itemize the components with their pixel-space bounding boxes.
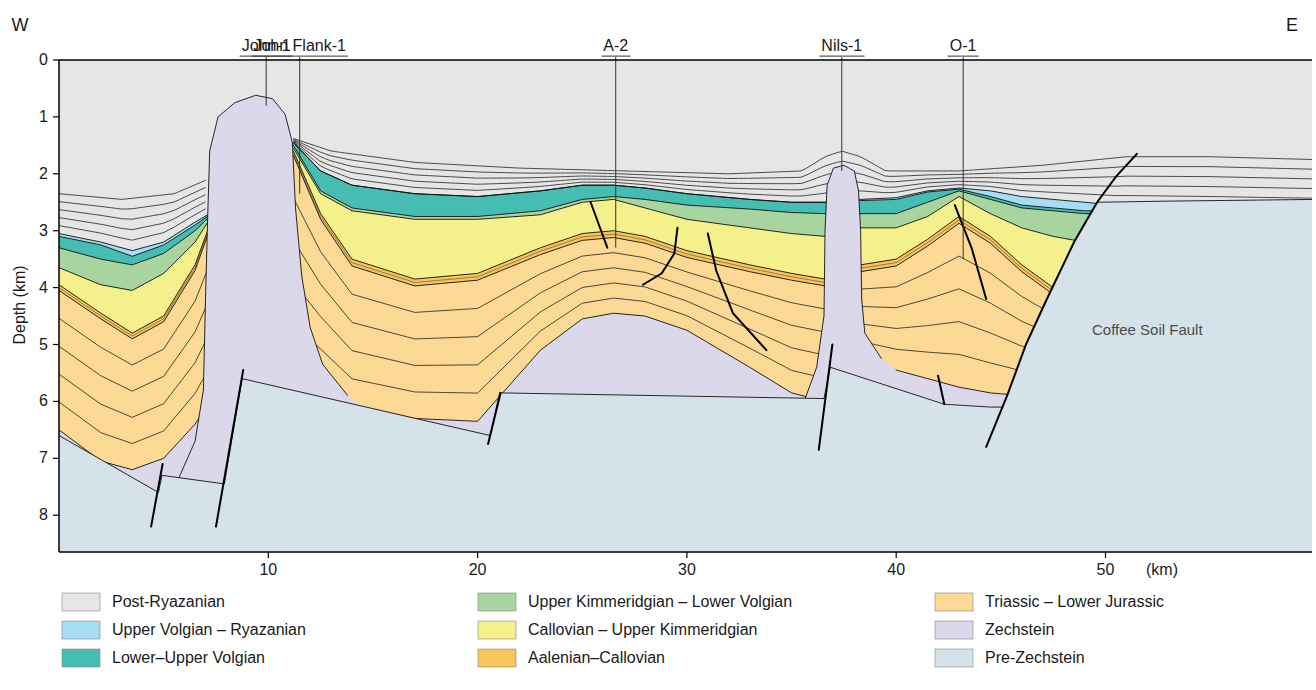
legend-swatch [935, 649, 973, 667]
fault-line [488, 393, 501, 444]
tick-label: 7 [39, 449, 48, 467]
legend-swatch [62, 649, 100, 667]
bedding-line [293, 139, 1312, 178]
tick-label: 4 [39, 278, 48, 296]
footwall-fill [986, 199, 1312, 552]
bedding-line [59, 180, 206, 199]
tick-label: 20 [469, 561, 487, 579]
fault-line [643, 228, 678, 285]
legend-text: Post-Ryazanian [112, 593, 225, 611]
tick-label: 3 [39, 221, 48, 239]
bedding-line [59, 195, 206, 220]
bedding-line [293, 139, 1312, 174]
well-track [963, 57, 964, 259]
well-name: O-1 [948, 37, 979, 57]
well-name: A-2 [601, 37, 630, 57]
axis-unit: (km) [1146, 561, 1178, 579]
axis-title: Depth (km) [11, 265, 29, 344]
tick-label: 1 [39, 108, 48, 126]
tick [268, 552, 269, 558]
legend-text: Lower–Upper Volgian [112, 649, 265, 667]
fault-line [819, 345, 833, 450]
tick [1105, 552, 1106, 558]
tick [53, 59, 59, 60]
fault-line [955, 205, 986, 299]
tick [896, 552, 897, 558]
legend-swatch [935, 621, 973, 639]
legend-swatch [62, 621, 100, 639]
compass-label: E [1286, 15, 1298, 36]
legend-swatch [62, 593, 100, 611]
well-track [841, 57, 842, 171]
well-track [299, 57, 300, 194]
legend-text: Upper Volgian – Ryazanian [112, 621, 306, 639]
legend-swatch [935, 593, 973, 611]
legend-swatch [478, 621, 516, 639]
fault-line [986, 154, 1137, 447]
tick-label: 10 [259, 561, 277, 579]
legend-swatch [478, 649, 516, 667]
tick-label: 0 [39, 51, 48, 69]
legend-text: Aalenian–Callovian [528, 649, 665, 667]
bedding-line [293, 142, 1312, 199]
well-name: John Flank-1 [251, 37, 348, 57]
well-track [615, 57, 616, 248]
tick [53, 287, 59, 288]
tick [53, 173, 59, 174]
legend-text: Triassic – Lower Jurassic [985, 593, 1164, 611]
legend-swatch [478, 593, 516, 611]
legend-text: Callovian – Upper Kimmeridgian [528, 621, 757, 639]
compass-label: W [12, 15, 29, 36]
diapir-outline [804, 165, 881, 401]
bedding-line [59, 209, 206, 240]
tick [53, 344, 59, 345]
horizon-line [1097, 199, 1312, 202]
tick-label: 40 [887, 561, 905, 579]
legend-text: Zechstein [985, 621, 1054, 639]
tick-label: 8 [39, 506, 48, 524]
bedding-line [293, 141, 1312, 190]
fault-line [216, 370, 243, 526]
fault-line [591, 202, 608, 248]
fault-line [708, 234, 767, 351]
tick [53, 515, 59, 516]
tick-label: 2 [39, 165, 48, 183]
axes [53, 60, 1312, 558]
tick-label: 6 [39, 392, 48, 410]
section-body [59, 60, 1312, 552]
fault-line [151, 464, 163, 527]
tick [53, 458, 59, 459]
bedding-line [293, 140, 1312, 184]
tick [53, 116, 59, 117]
tick [477, 552, 478, 558]
tick [53, 230, 59, 231]
well-name: Nils-1 [819, 37, 864, 57]
legend-text: Upper Kimmeridgian – Lower Volgian [528, 593, 792, 611]
fault-label: Coffee Soil Fault [1092, 321, 1203, 338]
tick-label: 30 [678, 561, 696, 579]
axis-line [59, 59, 1312, 61]
well-track [266, 57, 267, 106]
fault-line [938, 376, 944, 404]
post-ryazanian-fill [59, 60, 1312, 552]
tick-label: 50 [1097, 561, 1115, 579]
axis-line [58, 60, 60, 552]
bedding-line [59, 202, 206, 230]
legend-text: Pre-Zechstein [985, 649, 1085, 667]
axis-line [59, 551, 1312, 553]
tick-label: 5 [39, 335, 48, 353]
tick [686, 552, 687, 558]
tick [53, 401, 59, 402]
